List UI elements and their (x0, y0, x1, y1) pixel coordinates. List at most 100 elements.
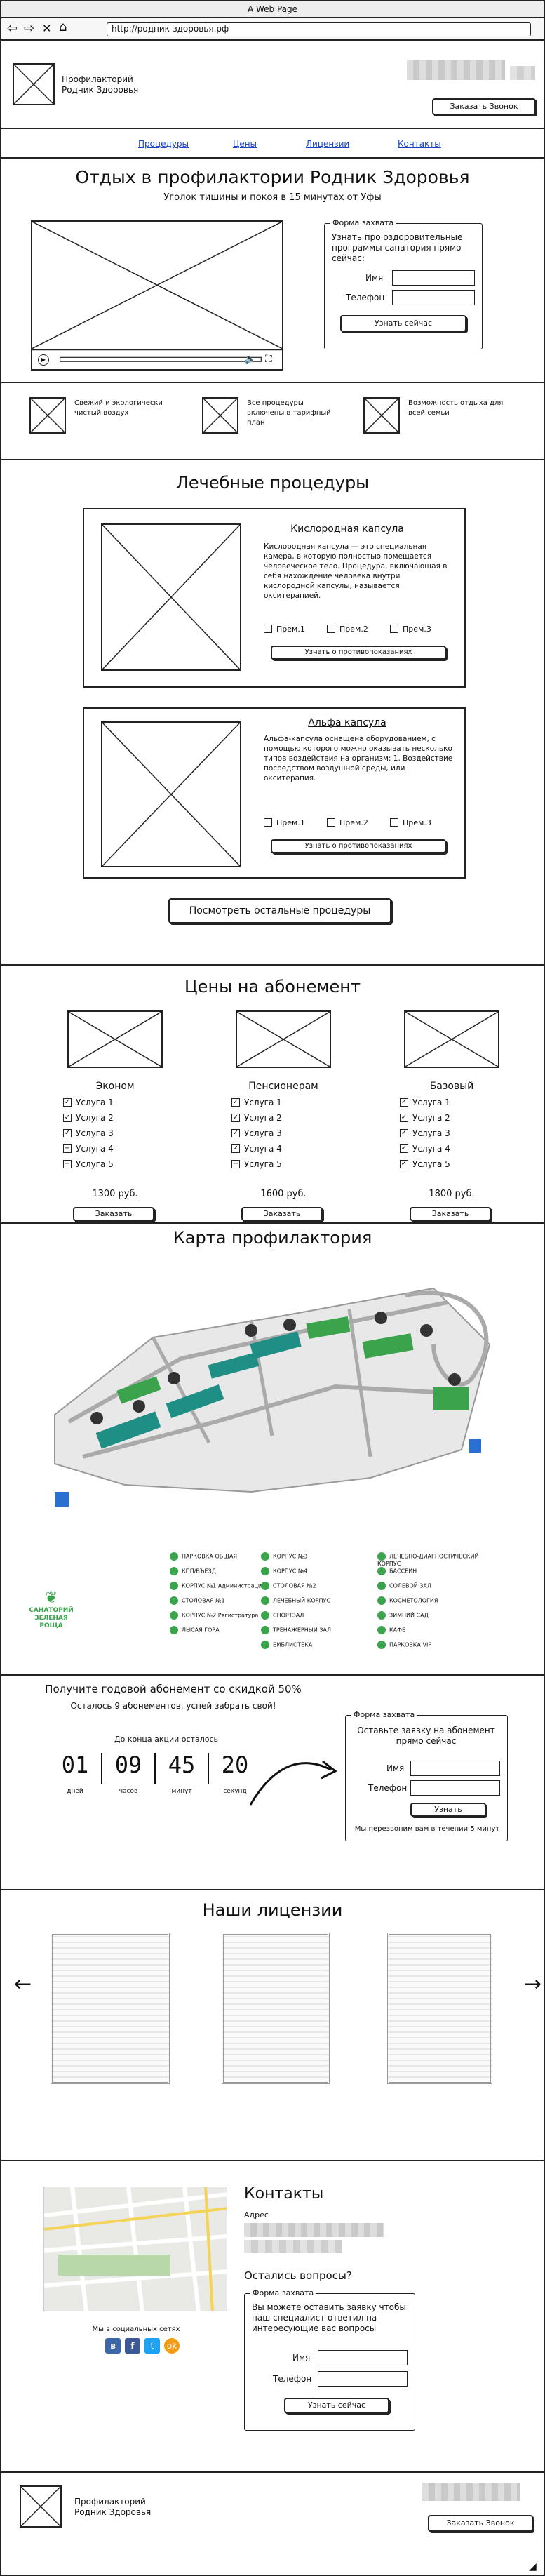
arrow-left-icon[interactable]: ← (14, 1972, 32, 1996)
map-legend-item: КОРПУС №3 (261, 1552, 373, 1561)
procedure-2-option-2[interactable]: Прем.2 (327, 818, 368, 827)
footer-call-button[interactable]: Заказать Звонок (428, 2515, 533, 2532)
plan-service-item[interactable]: ✓Услуга 4 (400, 1144, 450, 1154)
contacts-form-legend: Форма захвата (250, 2288, 316, 2297)
nav-item-procedures[interactable]: Процедуры (138, 139, 189, 149)
map-marker-icon (261, 1567, 269, 1575)
checkbox-icon (390, 625, 398, 633)
resort-map-graphic (54, 1287, 491, 1507)
contacts-name-input[interactable] (318, 2350, 408, 2365)
map-legend-label: ТРЕНАЖЕРНЫЙ ЗАЛ (273, 1627, 331, 1634)
promo-phone-input[interactable] (410, 1780, 500, 1796)
contacts-form-text: Вы можете оставить заявку чтобы наш спец… (252, 2302, 406, 2333)
procedure-card-2: Альфа капсула Альфа-капсула оснащена обо… (83, 707, 466, 879)
plan-service-item[interactable]: ✓Услуга 3 (63, 1128, 114, 1138)
plan-service-item[interactable]: −Услуга 5 (63, 1159, 114, 1169)
feature-image-1 (29, 397, 66, 434)
phone-blurred-extra (510, 66, 535, 80)
plan-order-button[interactable]: Заказать (410, 1207, 491, 1221)
vk-icon[interactable]: в (105, 2338, 121, 2354)
nav-item-contacts[interactable]: Контакты (398, 139, 441, 149)
plan-service-item[interactable]: ✓Услуга 2 (231, 1113, 282, 1123)
map-legend-item: ЛЕЧЕБНЫЙ КОРПУС (261, 1596, 373, 1605)
plan-service-item[interactable]: ✓Услуга 4 (231, 1144, 282, 1154)
features-divider (1, 459, 544, 460)
procedure-1-option-3[interactable]: Прем.3 (390, 625, 431, 634)
arrow-right-icon[interactable]: → (524, 1972, 542, 1996)
resort-map[interactable] (41, 1253, 518, 1548)
procedure-1-option-2[interactable]: Прем.2 (327, 625, 368, 634)
map-legend-label: КОРПУС №4 (273, 1568, 308, 1575)
nav-item-prices[interactable]: Цены (233, 139, 257, 149)
plan-service-item[interactable]: ✓Услуга 2 (400, 1113, 450, 1123)
plan-service-item[interactable]: ✓Услуга 5 (400, 1159, 450, 1169)
plan-service-item[interactable]: −Услуга 4 (63, 1144, 114, 1154)
procedure-2-option-3[interactable]: Прем.3 (390, 818, 431, 827)
plan-service-label: Услуга 2 (76, 1113, 114, 1123)
map-marker-icon (261, 1641, 269, 1649)
forward-arrow-icon[interactable]: ⇨ (24, 21, 35, 36)
volume-icon[interactable]: 🔈 (244, 354, 257, 365)
hero-phone-input[interactable] (392, 290, 475, 305)
odnoklassniki-icon[interactable]: ok (164, 2338, 180, 2354)
fullscreen-icon[interactable]: ⛶ (265, 354, 272, 365)
plan-service-item[interactable]: ✓Услуга 2 (63, 1113, 114, 1123)
map-marker-icon (377, 1567, 386, 1575)
facebook-icon[interactable]: f (125, 2338, 140, 2354)
plan-service-item[interactable]: −Услуга 5 (231, 1159, 282, 1169)
plan-service-label: Услуга 4 (244, 1144, 282, 1154)
checkbox-checked-icon: ✓ (231, 1113, 240, 1122)
plan-service-item[interactable]: ✓Услуга 1 (400, 1097, 450, 1107)
contacts-map[interactable] (43, 2187, 227, 2311)
license-image-2[interactable] (222, 1933, 330, 2084)
procedure-2-option-1[interactable]: Прем.1 (264, 818, 305, 827)
procedure-1-option-1[interactable]: Прем.1 (264, 625, 305, 634)
more-procedures-button[interactable]: Посмотреть остальные процедуры (168, 898, 391, 923)
contacts-phone-input[interactable] (318, 2371, 408, 2387)
play-icon[interactable]: ▶ (38, 354, 49, 366)
license-image-1[interactable] (51, 1933, 170, 2084)
hero-video[interactable] (31, 220, 283, 371)
close-icon[interactable]: ✕ (42, 22, 52, 35)
plan-name: Базовый (429, 1081, 474, 1092)
licenses-divider (1, 2160, 544, 2161)
twitter-icon[interactable]: t (144, 2338, 160, 2354)
call-button[interactable]: Заказать Звонок (432, 98, 536, 115)
back-arrow-icon[interactable]: ⇦ (7, 21, 18, 36)
promo-name-input[interactable] (410, 1761, 500, 1776)
address-bar[interactable]: http://родник-здоровья.рф (107, 22, 531, 36)
map-legend-label: КАФЕ (389, 1627, 406, 1634)
contacts-submit-button[interactable]: Узнать сейчас (284, 2398, 389, 2413)
map-legend-label: СОЛЕВОЙ ЗАЛ (389, 1582, 431, 1589)
hero-submit-button[interactable]: Узнать сейчас (340, 315, 466, 332)
license-image-3[interactable] (387, 1933, 492, 2084)
plan-service-item[interactable]: ✓Услуга 1 (231, 1097, 282, 1107)
procedure-card-1: Кислородная капсула Кислородная капсула … (83, 508, 466, 688)
nav-item-licenses[interactable]: Лицензии (306, 139, 350, 149)
map-legend-label: СТОЛОВАЯ №2 (273, 1582, 316, 1589)
contacts-capture-form: Форма захвата Вы можете оставить заявку … (244, 2288, 415, 2431)
plan-service-item[interactable]: ✓Услуга 1 (63, 1097, 114, 1107)
procedure-1-contraindications-button[interactable]: Узнать о противопоказаниях (271, 646, 446, 660)
option-label: Прем.2 (339, 625, 368, 634)
map-logo-line-1: САНАТОРИЙ (29, 1607, 74, 1614)
footer-logo-text: Профилакторий Родник Здоровья (74, 2497, 151, 2518)
countdown-unit: секунд (223, 1788, 247, 1795)
plan-service-item[interactable]: ✓Услуга 3 (400, 1128, 450, 1138)
map-marker-icon (261, 1596, 269, 1605)
map-marker-icon (170, 1567, 178, 1575)
hero-name-input[interactable] (392, 270, 475, 286)
resize-handle-icon[interactable]: ◢ (529, 2561, 537, 2572)
plan-order-button[interactable]: Заказать (241, 1207, 323, 1221)
plan-order-button[interactable]: Заказать (73, 1207, 154, 1221)
address-blurred (244, 2223, 384, 2237)
promo-submit-button[interactable]: Узнать (410, 1803, 486, 1817)
map-marker-icon (377, 1626, 386, 1634)
logo-line-2: Родник Здоровья (62, 85, 139, 95)
home-icon[interactable]: ⌂ (59, 20, 67, 34)
address-text: http://родник-здоровья.рф (112, 24, 229, 34)
hero-phone-label: Телефон (346, 293, 385, 302)
procedure-2-contraindications-button[interactable]: Узнать о противопоказаниях (271, 839, 446, 853)
hero-capture-form: Форма захвата Узнать про оздоровительные… (324, 218, 483, 349)
plan-service-item[interactable]: ✓Услуга 3 (231, 1128, 282, 1138)
